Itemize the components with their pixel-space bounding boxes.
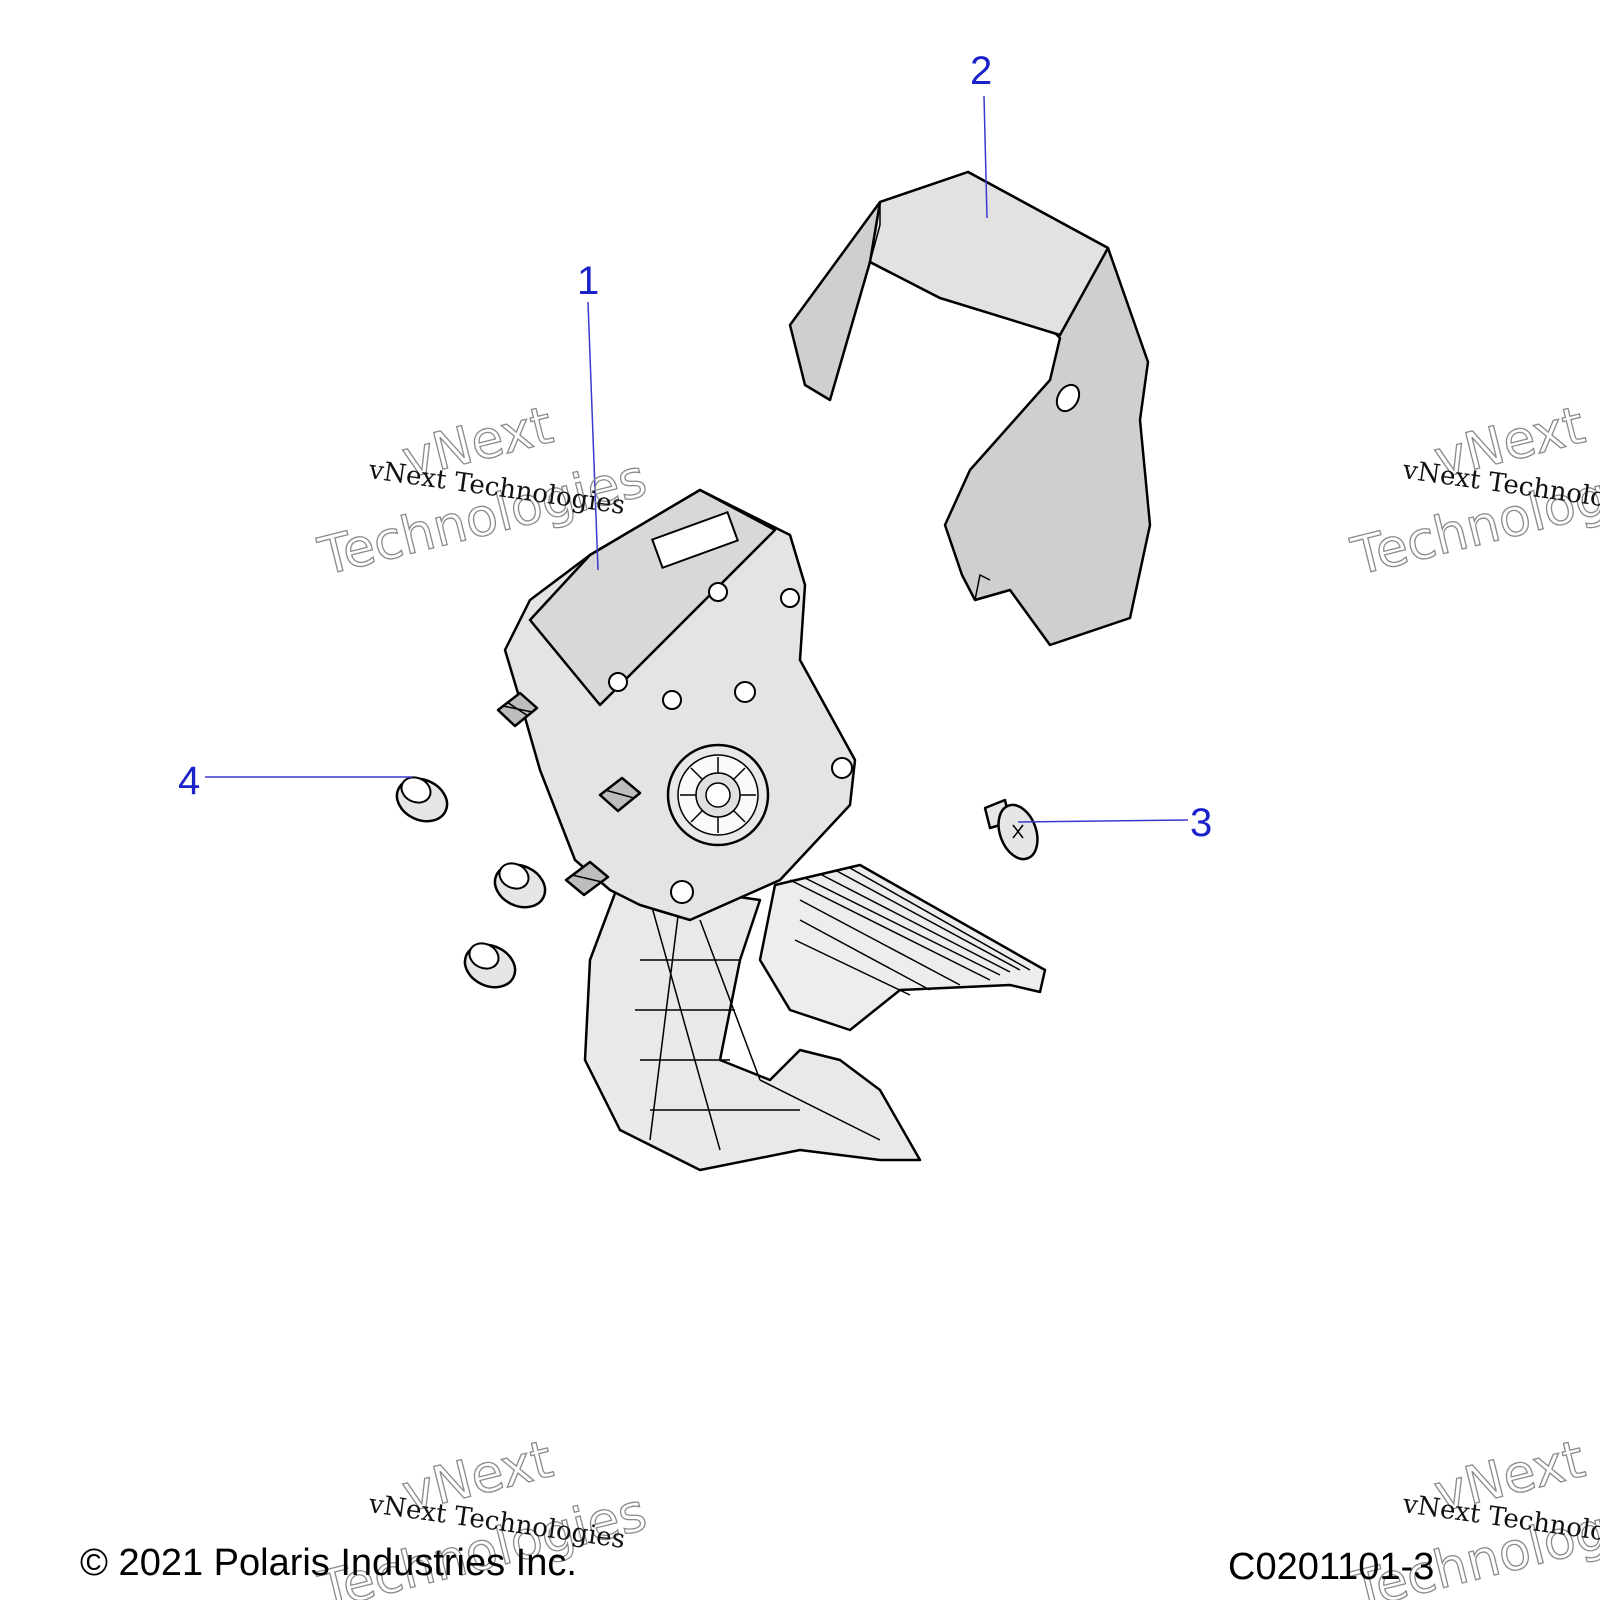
flange-nut-2[interactable] [488,857,552,915]
drawing-number: C0201101-3 [1228,1546,1435,1588]
callout-number-2: 2 [970,49,992,93]
leader-line-3 [1017,819,1189,823]
flange-nut[interactable] [390,771,552,995]
heat-shield[interactable] [788,170,1152,647]
callout-number-4: 4 [178,759,200,803]
flange-nut-1[interactable] [390,771,454,829]
screw[interactable] [983,798,1044,865]
leader-line-1 [587,301,599,571]
callout-number-1: 1 [577,259,599,303]
flange-nut-3[interactable] [458,937,522,995]
leader-line-2 [983,95,988,219]
pedal-assembly[interactable] [496,488,1047,1172]
copyright-notice: © 2021 Polaris Industries Inc. [80,1542,577,1584]
watermark-group-2: vNext Technologies vNext Technologies [1345,395,1600,589]
callout-number-3: 3 [1190,801,1212,845]
